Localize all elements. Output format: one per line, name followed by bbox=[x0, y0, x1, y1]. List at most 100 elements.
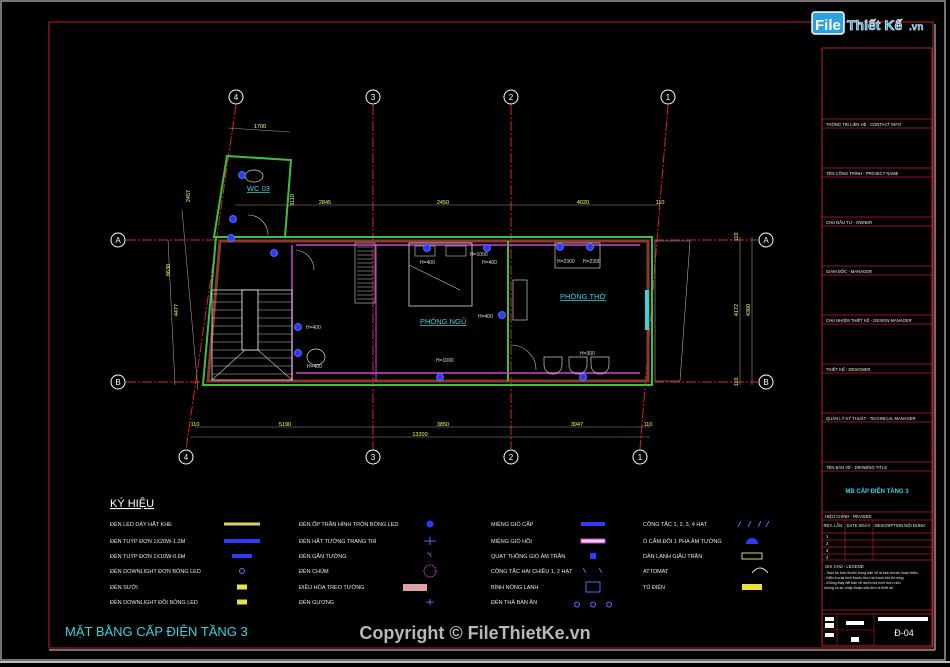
toilet bbox=[306, 348, 326, 366]
stair-line bbox=[211, 349, 246, 381]
notes-box: - Toàn bộ kích thước trong bản vẽ là kíc… bbox=[824, 571, 930, 591]
legend-symbol-icon bbox=[741, 552, 763, 560]
dimension-line bbox=[181, 209, 199, 391]
notes-title: GHI CHÚ - LEGEND bbox=[825, 564, 864, 569]
grid-bubble bbox=[110, 374, 126, 390]
electrical-symbol bbox=[586, 243, 594, 251]
grid-bubble bbox=[365, 89, 381, 105]
grid-bubble-label: 1 bbox=[666, 93, 671, 102]
electrical-symbol bbox=[294, 349, 302, 357]
dimension-text: 110 bbox=[644, 422, 653, 428]
revision-row: 4 bbox=[826, 555, 829, 560]
grid-bubble bbox=[758, 374, 774, 390]
title-block-field: QUẢN LÝ KỸ THUẬT - TECHNICAL MANAGER bbox=[826, 416, 916, 421]
legend-item-label: ĐÈN SƯỞI bbox=[110, 584, 138, 591]
legend-item-label: ĐÈN THẢ BÀN ĂN bbox=[491, 599, 537, 606]
revision-header: DESCRIPTION NỘI DUNG bbox=[875, 523, 926, 528]
revision-row: 1 bbox=[826, 534, 829, 539]
dimension-text: 13200 bbox=[412, 432, 427, 438]
dimension-text: 4020 bbox=[577, 200, 589, 206]
drawing-name: MB CẤP ĐIỆN TẦNG 3 bbox=[845, 487, 909, 495]
legend-symbol-icon bbox=[746, 538, 758, 544]
note-line: - Kiểm tra lại kích thước thực tế trước … bbox=[824, 576, 905, 580]
dimension-text: 110 bbox=[734, 378, 740, 387]
dimension-text: 110 bbox=[191, 422, 200, 428]
dimension-text: 5190 bbox=[279, 422, 291, 428]
electrical-symbol bbox=[483, 244, 491, 252]
legend-item-label: ĐÈN HẮT TƯỜNG TRANG TRÍ bbox=[299, 537, 377, 545]
legend-item-label: Ổ CẮM ĐÔI 1 PHA ÂM TƯỜNG bbox=[643, 537, 722, 545]
title-block: - Toàn bộ kích thước trong bản vẽ là kíc… bbox=[821, 47, 933, 647]
legend-item-label: ATTOMAT bbox=[643, 569, 669, 575]
legend-symbol-icon bbox=[426, 552, 432, 558]
title-block-field: TÊN BẢN VẼ - DRAWING TITLE bbox=[826, 465, 887, 470]
logo-block bbox=[825, 617, 834, 621]
electrical-symbol bbox=[294, 323, 302, 331]
legend-symbol-icon bbox=[590, 553, 596, 559]
logo-block bbox=[851, 637, 859, 642]
electrical-symbol bbox=[270, 249, 278, 257]
title-block-frame bbox=[821, 47, 933, 647]
grid-bubble bbox=[178, 449, 194, 465]
height-label: H=1000 bbox=[436, 358, 454, 364]
legend-item-label: CÔNG TẮC HAI CHIỀU 1, 2 HẠT bbox=[491, 567, 573, 575]
note-line: - Toàn bộ kích thước trong bản vẽ là kíc… bbox=[824, 571, 919, 575]
dimension-text: 2845 bbox=[319, 200, 331, 206]
legend-item-label: ĐÈN TUÝP ĐƠN 1X20W-1.2M bbox=[110, 538, 186, 545]
room-label-wc: WC 03 bbox=[247, 184, 270, 193]
bed-cover bbox=[408, 264, 461, 291]
title-block-field: THIẾT KẾ - DESIGNER bbox=[826, 367, 870, 372]
revised-label: HIỆU CHỈNH - REVISED bbox=[825, 514, 872, 519]
title-block-field: THÔNG TIN LIÊN HỆ - CONTACT INFO bbox=[826, 122, 902, 127]
legend-item-label: ĐÈN GẮN TƯỜNG bbox=[299, 552, 347, 560]
title-block-field: GIÁM ĐỐC - MANAGER bbox=[826, 269, 872, 274]
height-label: H=400 bbox=[420, 260, 435, 266]
legend-symbol-icon bbox=[237, 584, 247, 590]
pillow bbox=[445, 245, 467, 257]
svg-text:File: File bbox=[815, 17, 841, 34]
electrical-symbol bbox=[579, 373, 587, 381]
grid-bubble bbox=[228, 89, 244, 105]
stair-well bbox=[241, 289, 259, 351]
legend-symbol-icon bbox=[581, 522, 605, 526]
room-label-altar: PHÒNG THỜ bbox=[560, 292, 606, 301]
electrical-symbol bbox=[227, 234, 235, 242]
legend-item-label: ĐÈN DOWNLIGHT ĐÔI BÓNG LED bbox=[110, 599, 198, 606]
title-block-field: CHỦ ĐẦU TƯ - OWNER bbox=[826, 220, 872, 225]
legend-symbol-icon bbox=[582, 567, 603, 574]
height-label: H=400 bbox=[478, 314, 493, 320]
grid-bubble-label: 2 bbox=[509, 453, 514, 462]
grid-bubble-label: 3 bbox=[371, 453, 376, 462]
electrical-symbol bbox=[423, 244, 431, 252]
grid-line-4 bbox=[185, 104, 237, 450]
revision-header: DATE NGÀY bbox=[847, 523, 871, 528]
height-label: H=2300 bbox=[583, 259, 601, 265]
legend-symbol-icon bbox=[423, 564, 437, 578]
grid-bubble bbox=[110, 232, 126, 248]
title-block-field: CHỦ NHIỆM THIẾT KẾ - DESIGN MANAGER bbox=[826, 318, 912, 323]
dimension-text: 110 bbox=[656, 200, 665, 206]
legend-symbol-icon bbox=[742, 584, 762, 590]
grid-bubble-label: 4 bbox=[184, 453, 189, 462]
legend-item-label: DÀN LẠNH GIẤU TRẦN bbox=[643, 553, 702, 560]
legend-item-label: QUẠT THÔNG GIÓ ÂM TRẦN bbox=[491, 553, 565, 560]
legend-symbol-icon bbox=[239, 568, 245, 574]
electrical-symbol bbox=[498, 311, 506, 319]
revision-header: REV. LẦN bbox=[824, 523, 843, 528]
legend-item-label: MIỆNG GIÓ CẤP bbox=[491, 520, 534, 528]
dimension-text: 1700 bbox=[254, 124, 266, 130]
legend-symbol-icon bbox=[580, 538, 606, 544]
dimension-text: 2450 bbox=[437, 200, 449, 206]
notes-list: - Toàn bộ kích thước trong bản vẽ là kíc… bbox=[824, 571, 930, 591]
dimension-text: 4477 bbox=[174, 304, 180, 316]
legend-symbol-icon bbox=[424, 537, 436, 545]
legend-symbol-icon bbox=[585, 581, 601, 593]
grid-bubble-label: B bbox=[763, 378, 768, 387]
door-swing bbox=[510, 344, 537, 371]
title-block-field: TÊN CÔNG TRÌNH - PROJECT NAME bbox=[826, 171, 899, 176]
svg-text:Thiết Kế: Thiết Kế bbox=[847, 17, 902, 33]
grid-bubble bbox=[758, 232, 774, 248]
